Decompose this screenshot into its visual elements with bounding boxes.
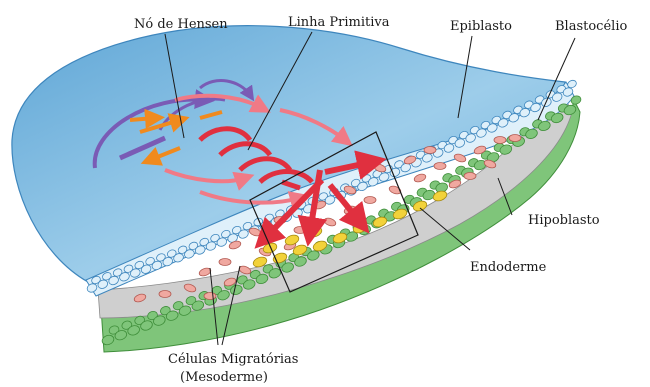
label-blastocoel: Blastocélio bbox=[555, 19, 627, 34]
label-endoderm: Endoderme bbox=[470, 260, 547, 275]
label-hensen-node: Nó de Hensen bbox=[134, 17, 228, 32]
label-mesoderm: (Mesoderme) bbox=[180, 370, 268, 385]
label-epiblast: Epiblasto bbox=[450, 19, 512, 34]
label-migratory-cells: Células Migratórias bbox=[168, 352, 298, 367]
label-hypoblast: Hipoblasto bbox=[528, 213, 600, 228]
label-primitive-streak: Linha Primitiva bbox=[288, 15, 390, 30]
